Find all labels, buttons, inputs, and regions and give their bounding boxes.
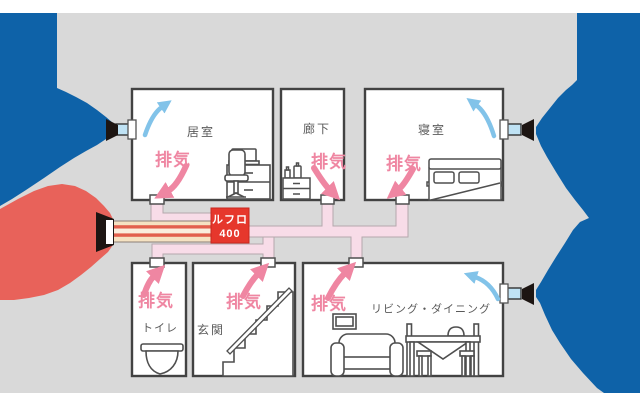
exhaust-arrow-hallway-icon	[311, 165, 341, 201]
supply-arrows	[142, 98, 501, 302]
exhaust-label-living: 排気	[155, 150, 191, 170]
stairs-icon	[222, 287, 294, 377]
supply-arrow-bedroom-icon	[466, 98, 497, 139]
main-exhaust-duct	[111, 220, 213, 243]
intake-vent-living-dining	[499, 283, 534, 305]
intake-air-blob-right	[536, 13, 640, 393]
connector-living	[149, 194, 165, 205]
exhaust-label-hallway: 排気	[311, 152, 347, 172]
connector-entrance	[260, 257, 276, 268]
exhaust-air-blob	[0, 184, 113, 300]
room-hallway-label: 廊下	[302, 122, 332, 136]
exhaust-label-entrance: 排気	[226, 292, 262, 312]
exhaust-arrow-living-icon	[154, 163, 189, 199]
desk-and-chair-icon	[224, 148, 271, 200]
connector-bedroom	[395, 194, 410, 205]
room-bedroom-label: 寝室	[417, 123, 447, 137]
intake-vent-bedroom	[499, 119, 534, 141]
bed-and-shelf-icon	[426, 158, 503, 201]
room-entrance-label: 玄関	[196, 323, 226, 337]
exhaust-arrow-entrance-icon	[240, 262, 270, 299]
room-living-label: 居室	[186, 125, 216, 139]
exhaust-arrow-bedroom-icon	[386, 166, 416, 199]
exhaust-arrows	[141, 163, 416, 301]
duct-lower-branch	[151, 236, 275, 261]
intake-air-blob-left	[0, 13, 117, 206]
living-dining-furniture-icon	[330, 313, 481, 377]
exhaust-label-toilet: 排気	[138, 291, 174, 311]
room-living-dining-label: リビング・ダイニング	[371, 303, 491, 316]
supply-arrow-living-dining-icon	[463, 271, 501, 302]
connector-toilet	[149, 257, 165, 268]
exhaust-arrow-living-dining-icon	[325, 261, 357, 301]
unit-name-line1: ルフロ	[212, 214, 248, 226]
connector-living-dining	[348, 257, 364, 268]
exhaust-label-living-dining: 排気	[311, 294, 347, 314]
exhaust-fan-unit	[210, 207, 250, 244]
exhaust-fan-unit-label: ルフロ 400	[211, 208, 249, 243]
unit-name-line2: 400	[219, 228, 241, 240]
toilet-icon	[140, 343, 184, 375]
supply-arrow-living-icon	[142, 100, 172, 138]
room-toilet-label: トイレ	[142, 322, 178, 335]
exhaust-arrow-toilet-icon	[141, 264, 166, 298]
hall-cabinet-icon	[282, 162, 311, 200]
exhaust-vent-icon	[96, 212, 114, 252]
exhaust-label-bedroom: 排気	[386, 154, 422, 174]
connector-hallway	[320, 194, 335, 205]
intake-vent-living	[106, 119, 137, 141]
